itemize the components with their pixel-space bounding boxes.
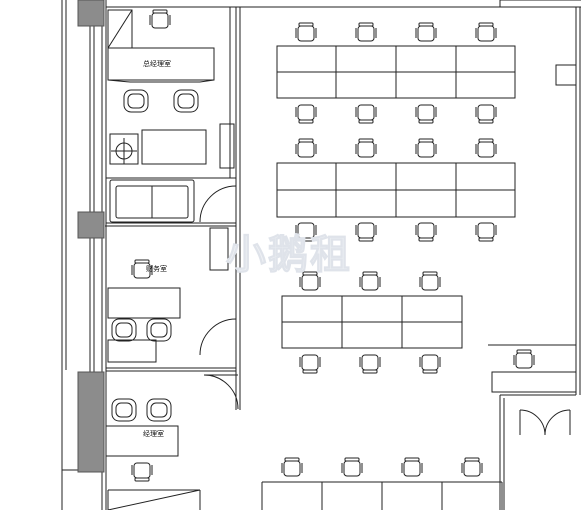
office-chair-icon: [131, 462, 153, 482]
office-chair-icon: [295, 138, 317, 158]
office-chair-icon: [415, 138, 437, 158]
finance-room-furniture: [107, 227, 229, 363]
office-chair-icon: [355, 22, 377, 42]
pillar: [77, 211, 105, 239]
office-chair-icon: [415, 104, 437, 124]
finance-room-label: 财务室: [146, 264, 167, 273]
armchair-icon: [111, 318, 137, 342]
structural-pillars: [77, 0, 105, 473]
office-chair-icon: [295, 22, 317, 42]
office-chair-icon: [475, 138, 497, 158]
workstation-blocks: [261, 45, 516, 510]
gm-office-label: 总经理室: [143, 59, 171, 68]
armchairs: [111, 89, 199, 422]
pillar: [77, 371, 105, 473]
office-chair-icon: [359, 271, 381, 291]
chairs: [131, 9, 535, 482]
office-chair-icon: [355, 104, 377, 124]
armchair-icon: [146, 318, 172, 342]
office-chair-icon: [359, 354, 381, 374]
office-chair-icon: [299, 354, 321, 374]
gm-office-furniture: [107, 9, 235, 223]
armchair-icon: [146, 398, 172, 422]
office-chair-icon: [355, 222, 377, 242]
watermark-logo: 小鹅租: [226, 232, 352, 278]
office-chair-icon: [131, 259, 153, 279]
office-chair-icon: [281, 457, 303, 477]
office-chair-icon: [341, 457, 363, 477]
armchair-icon: [173, 89, 199, 113]
manager-office-label: 经理室: [143, 429, 164, 438]
office-chair-icon: [295, 222, 317, 242]
office-chair-icon: [419, 354, 441, 374]
office-chair-icon: [299, 271, 321, 291]
armchair-icon: [123, 89, 149, 113]
office-chair-icon: [415, 222, 437, 242]
armchair-icon: [111, 398, 137, 422]
office-chair-icon: [475, 104, 497, 124]
manager-office-furniture: [105, 425, 179, 457]
office-chair-icon: [415, 22, 437, 42]
office-chair-icon: [513, 349, 535, 369]
office-chair-icon: [419, 271, 441, 291]
office-chair-icon: [475, 22, 497, 42]
office-chair-icon: [295, 104, 317, 124]
office-chair-icon: [461, 457, 483, 477]
office-chair-icon: [355, 138, 377, 158]
office-chair-icon: [149, 9, 171, 29]
building-envelope: [61, 0, 581, 510]
office-chair-icon: [475, 222, 497, 242]
office-chair-icon: [401, 457, 423, 477]
pillar: [77, 0, 105, 27]
